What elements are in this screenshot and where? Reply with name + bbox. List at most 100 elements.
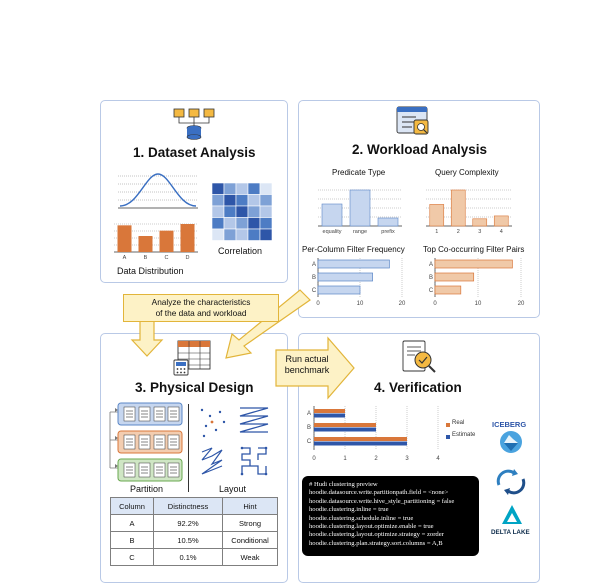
- tick-label: C: [307, 439, 312, 445]
- table-row: C 0.1% Weak: [110, 548, 278, 566]
- flow-arrows: [130, 289, 355, 400]
- tick-label: 4: [436, 456, 440, 462]
- iceberg-icon: [500, 431, 522, 453]
- tick-label: 10: [357, 301, 364, 307]
- bar: [349, 189, 371, 227]
- partition-label: Partition: [130, 484, 164, 494]
- bar: [314, 413, 345, 418]
- legend-swatch-real: [446, 423, 450, 427]
- benchmark-note-line: benchmark: [284, 365, 330, 375]
- delta-lake-logo: DELTA LAKE: [488, 504, 538, 544]
- tick-label: D: [186, 255, 190, 261]
- tick-label: 1: [343, 456, 347, 462]
- tick-label: B: [312, 275, 316, 281]
- code-line: hoodie.clustering.layout.optimize.enable…: [309, 523, 434, 531]
- tick-label: range: [353, 229, 367, 235]
- code-block: # Hudi clustering preview hoodie.datasou…: [302, 476, 479, 556]
- table-layout-icon: [173, 340, 211, 376]
- correlation-heatmap: [211, 182, 273, 241]
- partition-diagram: [109, 402, 183, 482]
- code-line: hoodie.clustering.layout.optimize.strate…: [309, 531, 444, 539]
- tick-label: 2: [457, 229, 460, 235]
- tick-label: A: [123, 255, 127, 261]
- iceberg-wordmark: ICEBERG: [492, 420, 527, 429]
- bar: [493, 215, 509, 227]
- column-hint-table: Column Distinctness Hint A 92.2% Strong …: [110, 497, 278, 566]
- tick-label: equality: [323, 229, 342, 235]
- dataset-icon: [173, 108, 215, 140]
- arrow-diagonal: [225, 289, 311, 359]
- layout-diagram: [200, 407, 269, 476]
- panel-3-title: 3. Physical Design: [135, 380, 254, 395]
- bar: [314, 437, 407, 441]
- code-line: hoodie.datasource.write.partitionpath.fi…: [309, 489, 449, 497]
- table-cell: Weak: [222, 548, 278, 566]
- delta-lake-wordmark: DELTA LAKE: [491, 529, 530, 536]
- bar: [117, 225, 132, 252]
- bar: [434, 272, 475, 282]
- table-header: Column Distinctness Hint: [110, 497, 278, 515]
- bar: [314, 409, 345, 413]
- tick-label: 20: [518, 301, 525, 307]
- distribution-curve: [118, 173, 198, 209]
- filter-frequency-title: Per-Column Filter Frequency: [302, 245, 405, 254]
- layout-label: Layout: [219, 484, 247, 494]
- arrow-down-left: [130, 319, 164, 357]
- correlation-label: Correlation: [218, 246, 263, 256]
- legend: Real Estimate: [446, 420, 486, 444]
- bar: [429, 204, 445, 227]
- tick-label: 0: [433, 301, 437, 307]
- data-distribution-label: Data Distribution: [117, 266, 184, 276]
- distinctness-header: Distinctness: [153, 497, 223, 515]
- tick-label: C: [312, 288, 317, 294]
- divider: [188, 404, 189, 492]
- tick-label: C: [165, 255, 169, 261]
- code-line: hoodie.clustering.inline = true: [309, 506, 389, 514]
- tick-label: prefix: [381, 229, 395, 235]
- tick-label: 3: [478, 229, 481, 235]
- code-line: # Hudi clustering preview: [309, 481, 378, 488]
- bar: [180, 224, 195, 252]
- tick-label: C: [429, 288, 434, 294]
- analyze-note-line: of the data and workload: [155, 308, 247, 318]
- bar: [314, 427, 376, 432]
- verification-icon: [402, 340, 436, 373]
- tick-label: 1: [435, 229, 438, 235]
- bar: [317, 285, 361, 295]
- code-line: hoodie.clustering.schedule.inline = true: [309, 514, 414, 522]
- tick-label: B: [144, 255, 148, 261]
- code-line: hoodie.datasource.write.hive_style_parti…: [309, 497, 455, 505]
- bar: [321, 203, 343, 227]
- analyze-note-line: Analyze the characteristics: [151, 297, 251, 307]
- bar: [314, 441, 407, 446]
- panel-4-title: 4. Verification: [374, 380, 462, 395]
- bar: [138, 236, 153, 252]
- analyze-note-box: [123, 294, 279, 322]
- sync-icon: [496, 469, 526, 495]
- table-cell: Conditional: [222, 531, 278, 549]
- bar: [434, 285, 462, 295]
- heatmap-cell: [259, 228, 273, 241]
- bar: [317, 272, 373, 282]
- tick-label: 4: [500, 229, 503, 235]
- bar: [472, 218, 488, 227]
- table-row: B 10.5% Conditional: [110, 531, 278, 549]
- tick-label: A: [307, 411, 311, 417]
- bar: [314, 423, 376, 427]
- panel-1-title: 1. Dataset Analysis: [133, 145, 256, 160]
- bar: [450, 189, 466, 227]
- predicate-type-title: Predicate Type: [332, 168, 386, 177]
- tick-label: B: [429, 275, 433, 281]
- tick-label: 0: [316, 301, 320, 307]
- legend-swatch-estimate: [446, 435, 450, 439]
- tick-label: A: [429, 262, 433, 268]
- tick-label: B: [307, 425, 311, 431]
- benchmark-note-line: Run actual: [285, 354, 329, 364]
- legend-estimate: Estimate: [452, 432, 476, 438]
- co-occurring-pairs-title: Top Co-occurring Filter Pairs: [423, 245, 525, 254]
- bar: [377, 217, 399, 227]
